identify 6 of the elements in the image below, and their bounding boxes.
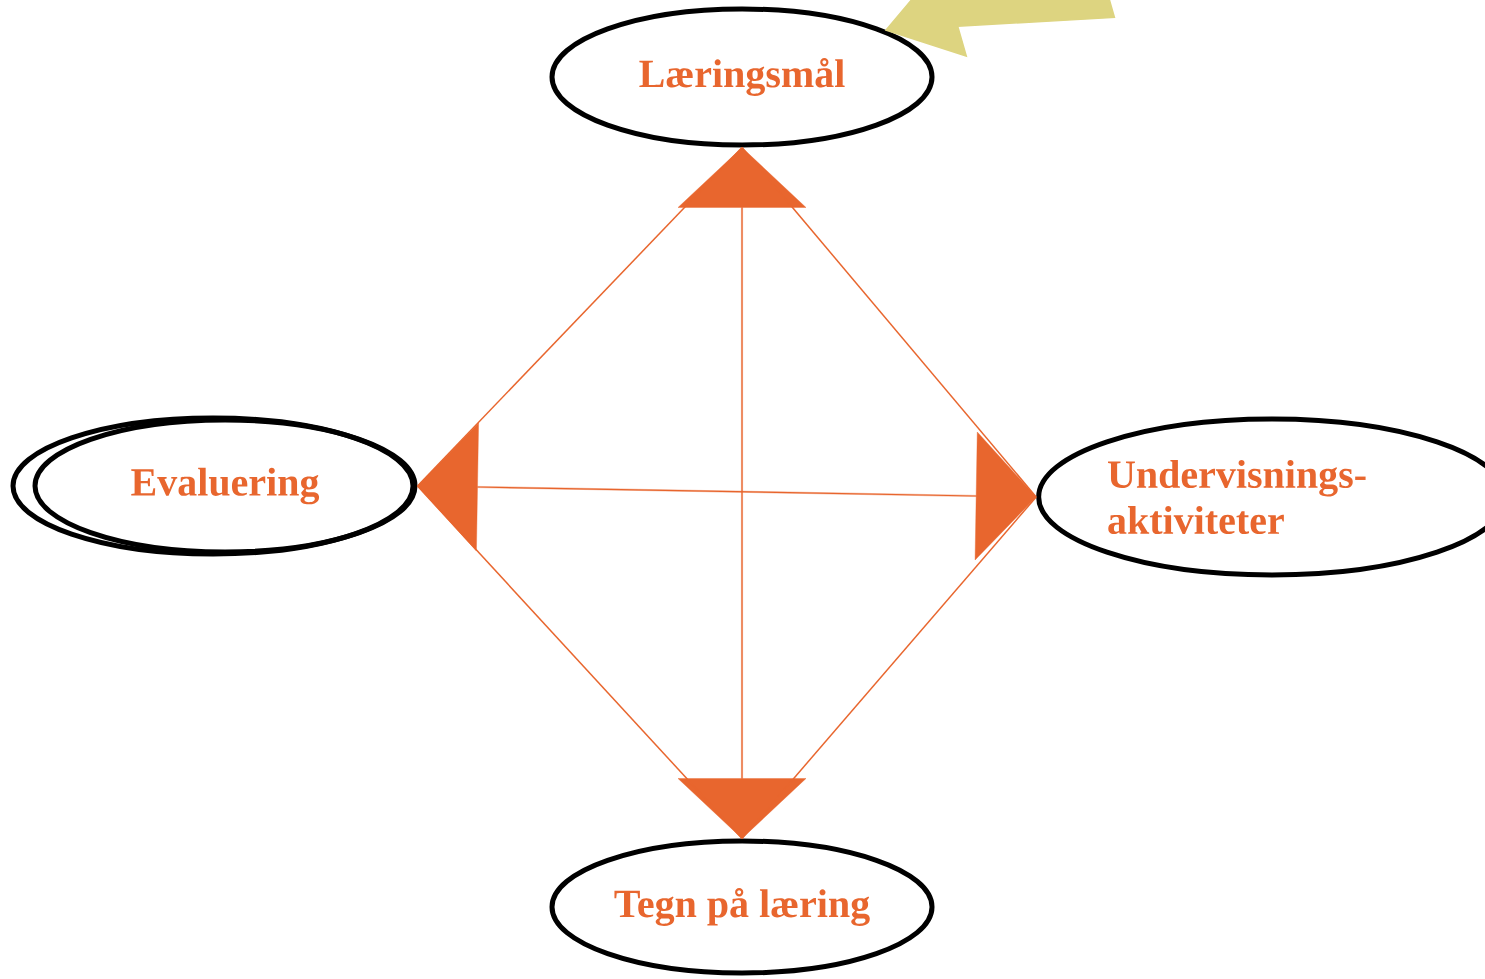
ellipse-node: Tegn på læring bbox=[549, 838, 935, 976]
ellipse-node: Evaluering bbox=[10, 415, 418, 557]
arrow bbox=[417, 422, 1037, 561]
arrow bbox=[677, 147, 807, 839]
ellipse-node: Læringsmål bbox=[549, 6, 935, 148]
arrow bbox=[884, 0, 1116, 58]
